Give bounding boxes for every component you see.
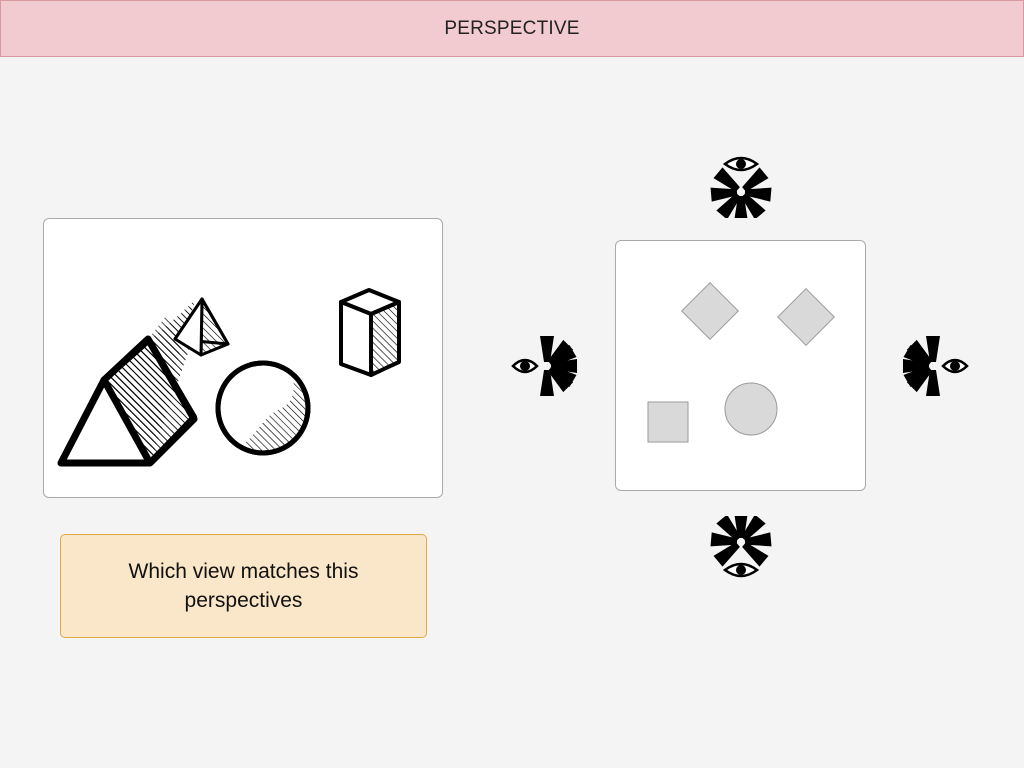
diamond-shape-icon bbox=[681, 282, 739, 340]
sphere-icon bbox=[215, 360, 311, 456]
app-header: PERSPECTIVE bbox=[0, 0, 1024, 57]
eye-bottom-icon[interactable] bbox=[705, 516, 777, 584]
triangular-prism-icon bbox=[57, 300, 198, 467]
question-text: Which view matches this perspectives bbox=[128, 560, 359, 612]
rectangular-prism-icon bbox=[339, 288, 401, 377]
circle-shape-icon bbox=[724, 382, 778, 436]
pyramid-icon bbox=[173, 297, 230, 357]
scene-illustration bbox=[57, 288, 401, 467]
eye-left-icon[interactable] bbox=[511, 330, 583, 402]
scene-card bbox=[43, 218, 443, 498]
eye-top-icon[interactable] bbox=[705, 150, 777, 218]
diamond-shape-icon bbox=[777, 288, 835, 346]
square-shape-icon bbox=[647, 401, 689, 443]
page-title: PERSPECTIVE bbox=[444, 17, 580, 39]
question-prompt: Which view matches this perspectives bbox=[60, 534, 427, 638]
top-view-illustration bbox=[647, 282, 835, 443]
top-view-card bbox=[615, 240, 866, 491]
eye-right-icon[interactable] bbox=[897, 330, 969, 402]
